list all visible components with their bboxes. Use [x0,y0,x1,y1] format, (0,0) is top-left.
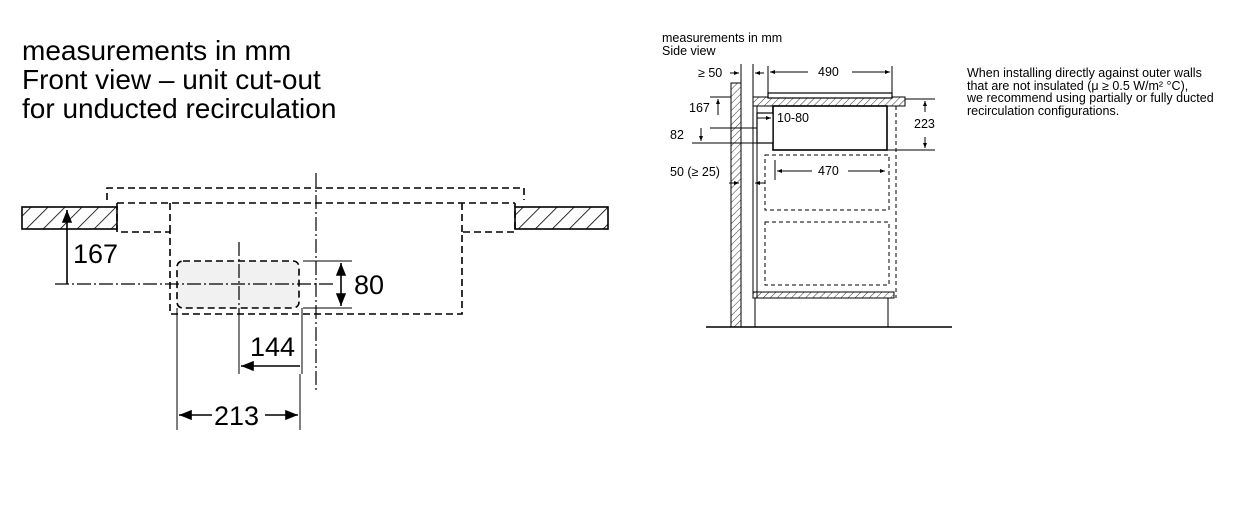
dim-213-label: 213 [214,401,259,431]
side-wall [730,82,742,328]
note-line-4: recirculation configurations. [967,103,1120,118]
front-title-line-2: Front view – unit cut-out [22,64,321,95]
dim-223-label: 223 [914,117,935,131]
dim-min-gap-label: ≥ 50 [698,66,722,80]
side-view-title: measurements in mm Side view [662,32,782,58]
note-line-2: that are not insulated (μ ≥ 0.5 W/m² °C)… [967,78,1189,93]
note-line-1: When installing directly against outer w… [967,66,1202,80]
installation-note: When installing directly against outer w… [967,67,1253,117]
dim-82-label: 82 [670,128,684,142]
side-hob-body [772,105,888,151]
dim-490-label: 490 [818,65,839,79]
dim-167-label: 167 [73,239,118,269]
front-title-line-3: for unducted recirculation [22,93,337,124]
dim-470-label: 470 [818,164,839,178]
dim-144-label: 144 [250,332,295,362]
side-bottom-shelf [752,291,895,299]
side-drawer-bottom [764,221,890,286]
worktop-left [21,206,118,230]
dim-80-label: 80 [354,270,384,300]
side-title-line-2: Side view [662,44,716,58]
side-hob-glass [767,92,893,99]
front-view-title: measurements in mm Front view – unit cut… [22,36,336,123]
front-view-drawing: 167 80 144 213 [21,173,609,431]
front-title-line-1: measurements in mm [22,35,292,66]
worktop-right [514,206,609,230]
side-view-drawing: ≥ 50 490 167 82 10-80 223 470 50 (≥ [670,64,952,328]
side-title-line-1: measurements in mm [662,31,783,45]
dim-167-side-label: 167 [689,101,710,115]
dim-duct-gap-label: 10-80 [777,111,809,125]
note-line-3: we recommend using partially or fully du… [967,91,1214,105]
dim-back-gap-label: 50 (≥ 25) [670,165,720,179]
